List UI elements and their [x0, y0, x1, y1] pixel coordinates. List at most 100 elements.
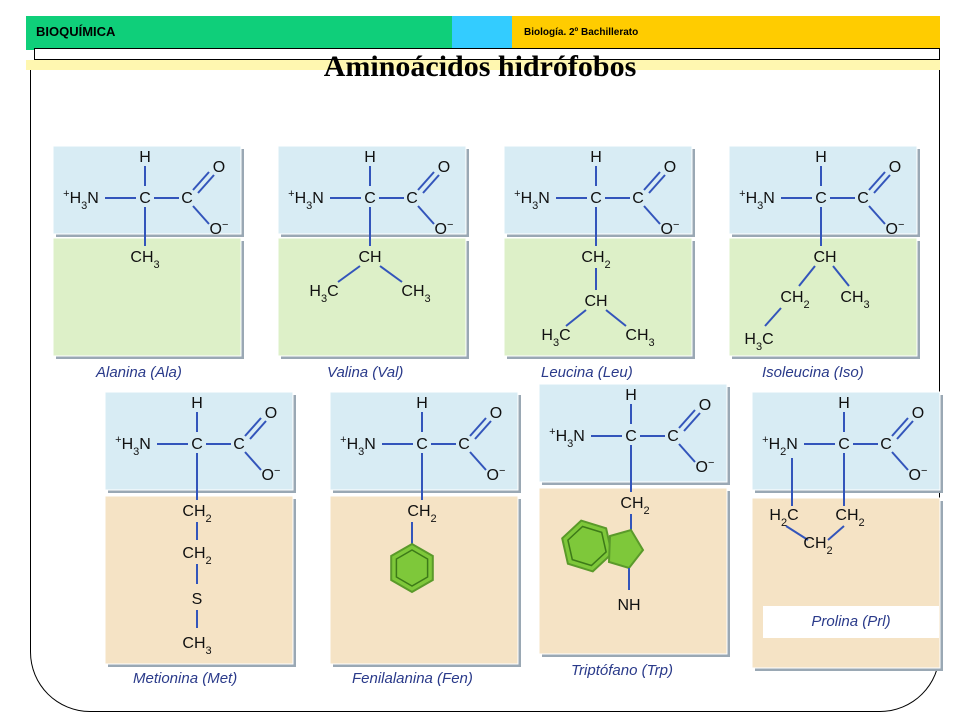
- fen-backbone-panel: [329, 391, 519, 491]
- ala-h-label: H: [139, 149, 151, 166]
- val-side-panel: [277, 237, 467, 357]
- iso-bond-ch2-ch3: [764, 307, 782, 327]
- trp-side-panel: [538, 487, 728, 655]
- iso-side-panel: [728, 237, 918, 357]
- ala-carboxyl-c-label: C: [181, 190, 193, 207]
- leu-bond-left: [565, 309, 587, 327]
- met-amine-label: +H3N: [115, 434, 151, 458]
- met-bond-co-double-a: [244, 417, 262, 437]
- leu-bond-co-single: [643, 205, 661, 225]
- caption-alanina: Alanina (Ala): [96, 364, 182, 381]
- caption-metionina: Metionina (Met): [133, 670, 238, 687]
- prl-bond-ring-left: [785, 525, 809, 541]
- trp-nh-label: NH: [617, 597, 640, 614]
- ala-o-label: O: [213, 159, 225, 176]
- fen-o-label: O: [490, 405, 502, 422]
- val-h3c-label: H3C: [309, 283, 338, 305]
- fen-ominus-label: O−: [487, 465, 506, 484]
- header-course: Biología. 2º Bachillerato: [524, 27, 639, 38]
- fen-amine-label: +H3N: [340, 434, 376, 458]
- trp-ominus-label: O−: [696, 457, 715, 476]
- iso-bond-co-single: [868, 205, 886, 225]
- prl-bond-co-double-b: [896, 420, 914, 440]
- iso-h3c-label: H3C: [744, 331, 773, 353]
- val-bond-co-single: [417, 205, 435, 225]
- trp-calpha-label: C: [625, 428, 637, 445]
- fen-calpha-label: C: [416, 436, 428, 453]
- ala-ominus-label: O−: [210, 219, 229, 238]
- iso-bond-co-double-b: [873, 174, 891, 194]
- val-o-label: O: [438, 159, 450, 176]
- met-side-panel: [104, 495, 294, 665]
- leu-carboxyl-c-label: C: [632, 190, 644, 207]
- ala-backbone-panel: [52, 145, 242, 235]
- ala-bond-co-double-a: [192, 171, 210, 191]
- leu-ch-label: CH: [584, 293, 607, 310]
- title-strip: [26, 60, 940, 70]
- header-subject-band: [26, 16, 452, 50]
- fen-bond-co-double-b: [474, 420, 492, 440]
- fen-ch2-label: CH2: [407, 503, 436, 525]
- trp-bond-co-single: [678, 443, 696, 463]
- met-calpha-label: C: [191, 436, 203, 453]
- iso-ch2-label: CH2: [780, 289, 809, 311]
- val-backbone-panel: [277, 145, 467, 235]
- iso-bond-left: [798, 265, 816, 287]
- prl-h-label: H: [838, 395, 850, 412]
- fen-h-label: H: [416, 395, 428, 412]
- met-h-label: H: [191, 395, 203, 412]
- trp-amine-label: +H3N: [549, 426, 585, 450]
- caption-valina: Valina (Val): [327, 364, 404, 381]
- fen-side-panel: [329, 495, 519, 665]
- iso-backbone-panel: [728, 145, 918, 235]
- prl-carboxyl-c-label: C: [880, 436, 892, 453]
- prl-backbone-panel: [751, 391, 941, 491]
- val-bond-left: [337, 265, 361, 283]
- trp-bond-co-double-a: [678, 409, 696, 429]
- fen-benzene-inner: [395, 549, 429, 587]
- met-carboxyl-c-label: C: [233, 436, 245, 453]
- caption-isoleucina: Isoleucina (Iso): [762, 364, 864, 381]
- prl-bond-ring-right: [827, 525, 845, 541]
- leu-bond-right: [605, 309, 627, 327]
- iso-bond-right: [832, 265, 850, 287]
- fen-bond-co-single: [469, 451, 487, 471]
- prl-calpha-label: C: [838, 436, 850, 453]
- prl-bond-co-single: [891, 451, 909, 471]
- leu-h-label: H: [590, 149, 602, 166]
- val-bond-co-double-b: [422, 174, 440, 194]
- prl-o-label: O: [912, 405, 924, 422]
- leu-bond-co-double-a: [643, 171, 661, 191]
- trp-benzene-inner: [567, 525, 607, 567]
- ala-amine-label: +H3N: [63, 188, 99, 212]
- ala-bond-co-single: [192, 205, 210, 225]
- met-bond-co-double-b: [249, 420, 267, 440]
- trp-pyrrole-ring: [607, 528, 645, 570]
- met-ominus-label: O−: [262, 465, 281, 484]
- ala-calpha-label: C: [139, 190, 151, 207]
- iso-o-label: O: [889, 159, 901, 176]
- header-course-band: [512, 16, 940, 50]
- fen-carboxyl-c-label: C: [458, 436, 470, 453]
- iso-ominus-label: O−: [886, 219, 905, 238]
- leu-bond-co-double-b: [648, 174, 666, 194]
- met-o-label: O: [265, 405, 277, 422]
- prl-side-panel: [751, 497, 941, 669]
- ala-ch3-label: CH3: [130, 249, 159, 271]
- trp-o-label: O: [699, 397, 711, 414]
- val-bond-right: [379, 265, 403, 283]
- header-subject: BIOQUÍMICA: [36, 24, 116, 39]
- ala-bond-co-double-b: [197, 174, 215, 194]
- trp-bond-co-double-b: [683, 412, 701, 432]
- val-calpha-label: C: [364, 190, 376, 207]
- caption-triptofano: Triptófano (Trp): [571, 662, 673, 679]
- leu-ch2-label: CH2: [581, 249, 610, 271]
- iso-bond-co-double-a: [868, 171, 886, 191]
- leu-calpha-label: C: [590, 190, 602, 207]
- leu-h3c-label: H3C: [541, 327, 570, 349]
- met-ch2b-label: CH2: [182, 545, 211, 567]
- top-rule: [34, 48, 940, 60]
- leu-o-label: O: [664, 159, 676, 176]
- ala-side-panel: [52, 237, 242, 357]
